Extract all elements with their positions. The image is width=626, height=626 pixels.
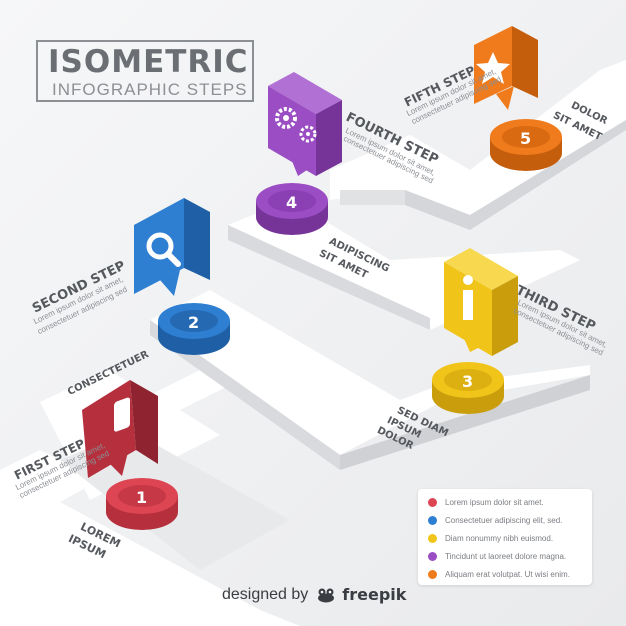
- legend-item: Tincidunt ut laoreet dolore magna.: [428, 549, 566, 563]
- legend-text: Consectetuer adipiscing elit, sed.: [445, 515, 563, 525]
- credit-line: designed by freepik: [222, 585, 406, 604]
- freepik-logo-icon: [318, 588, 335, 602]
- path-side-4b: [340, 190, 405, 205]
- step-1-marker: [82, 380, 178, 530]
- legend-dot: [428, 551, 437, 561]
- legend-item: Consectetuer adipiscing elit, sed.: [428, 513, 562, 527]
- step-1-number: 1: [136, 488, 148, 507]
- title-frame: [36, 40, 254, 102]
- step-4-marker: [256, 72, 342, 235]
- step-4-number: 4: [286, 193, 298, 212]
- credit-prefix: designed by: [222, 585, 309, 603]
- star-icon: [476, 52, 510, 84]
- page-subtitle: INFOGRAPHIC STEPS: [52, 80, 248, 99]
- step-2-marker: [134, 198, 230, 355]
- step-2-number: 2: [188, 313, 200, 332]
- legend-item: Aliquam erat volutpat. Ut wisi enim.: [428, 567, 570, 581]
- phone-icon: [114, 397, 130, 432]
- step-5-marker: [474, 26, 562, 171]
- path-top-0: [0, 450, 300, 626]
- magnifier-icon: [146, 232, 181, 267]
- gears-icon: [275, 107, 317, 143]
- legend-dot: [428, 515, 437, 525]
- path-side-3: [228, 225, 430, 330]
- legend-item: Lorem ipsum dolor sit amet.: [428, 495, 544, 509]
- step-3-number: 3: [462, 372, 474, 391]
- info-icon: [463, 275, 473, 320]
- legend-card: Lorem ipsum dolor sit amet. Consectetuer…: [418, 489, 592, 585]
- page-title: ISOMETRIC: [48, 44, 249, 80]
- step-5-number: 5: [520, 129, 532, 148]
- legend-dot: [428, 569, 437, 579]
- legend-dot: [428, 497, 437, 507]
- path-side-2: [150, 320, 340, 470]
- legend-text: Diam nonummy nibh euismod.: [445, 533, 554, 543]
- path-top-4: [330, 60, 626, 215]
- path-side-2b: [340, 375, 590, 470]
- step-3-marker: [432, 248, 518, 414]
- legend-text: Aliquam erat volutpat. Ut wisi enim.: [445, 569, 570, 579]
- legend-dot: [428, 533, 437, 543]
- credit-brand: freepik: [342, 585, 407, 604]
- legend-text: Tincidunt ut laoreet dolore magna.: [445, 551, 567, 561]
- legend-text: Lorem ipsum dolor sit amet.: [445, 497, 544, 507]
- path-top-2: [150, 290, 590, 455]
- legend-item: Diam nonummy nibh euismod.: [428, 531, 553, 545]
